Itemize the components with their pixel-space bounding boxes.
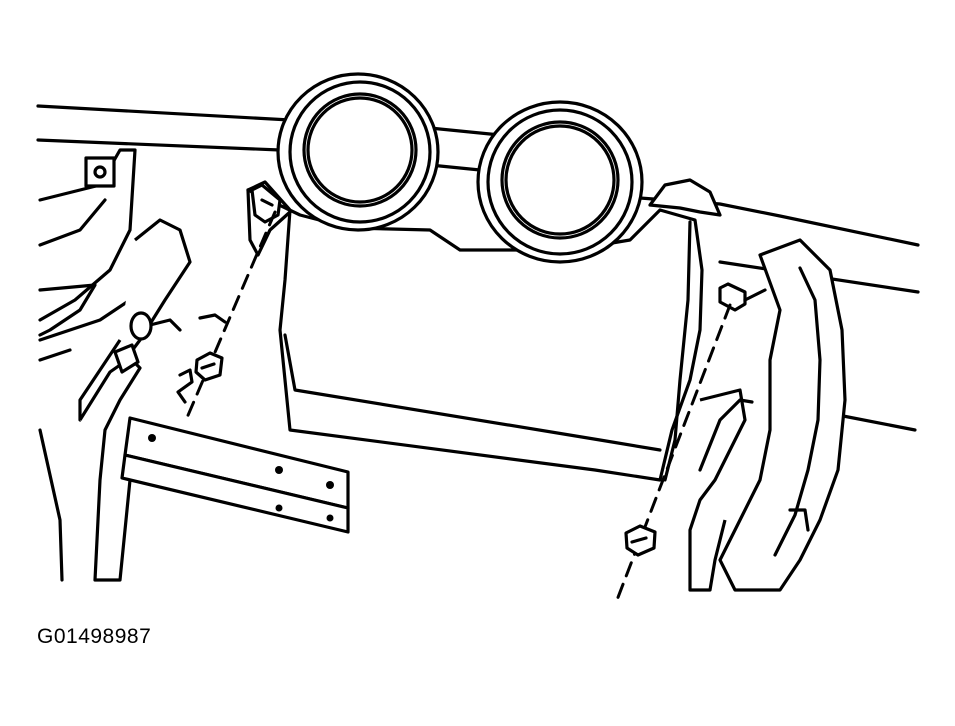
right-top-dome (648, 178, 722, 217)
left-pillar-structure (38, 148, 192, 582)
left-bracket-knob (113, 311, 153, 374)
right-gauge (476, 100, 644, 264)
right-lower-bracket (698, 398, 754, 472)
right-housing-clip (718, 282, 767, 312)
left-fastener (184, 210, 277, 422)
left-gauge (276, 72, 440, 232)
lower-mounting-bracket (120, 416, 350, 534)
left-housing-clip (250, 183, 282, 224)
right-fastener (615, 303, 732, 602)
left-square-clip (84, 156, 116, 188)
cluster-housing (246, 180, 704, 482)
figure-id-label: G01498987 (37, 625, 152, 648)
center-left-tab (176, 313, 227, 404)
right-column-shroud (688, 238, 847, 592)
